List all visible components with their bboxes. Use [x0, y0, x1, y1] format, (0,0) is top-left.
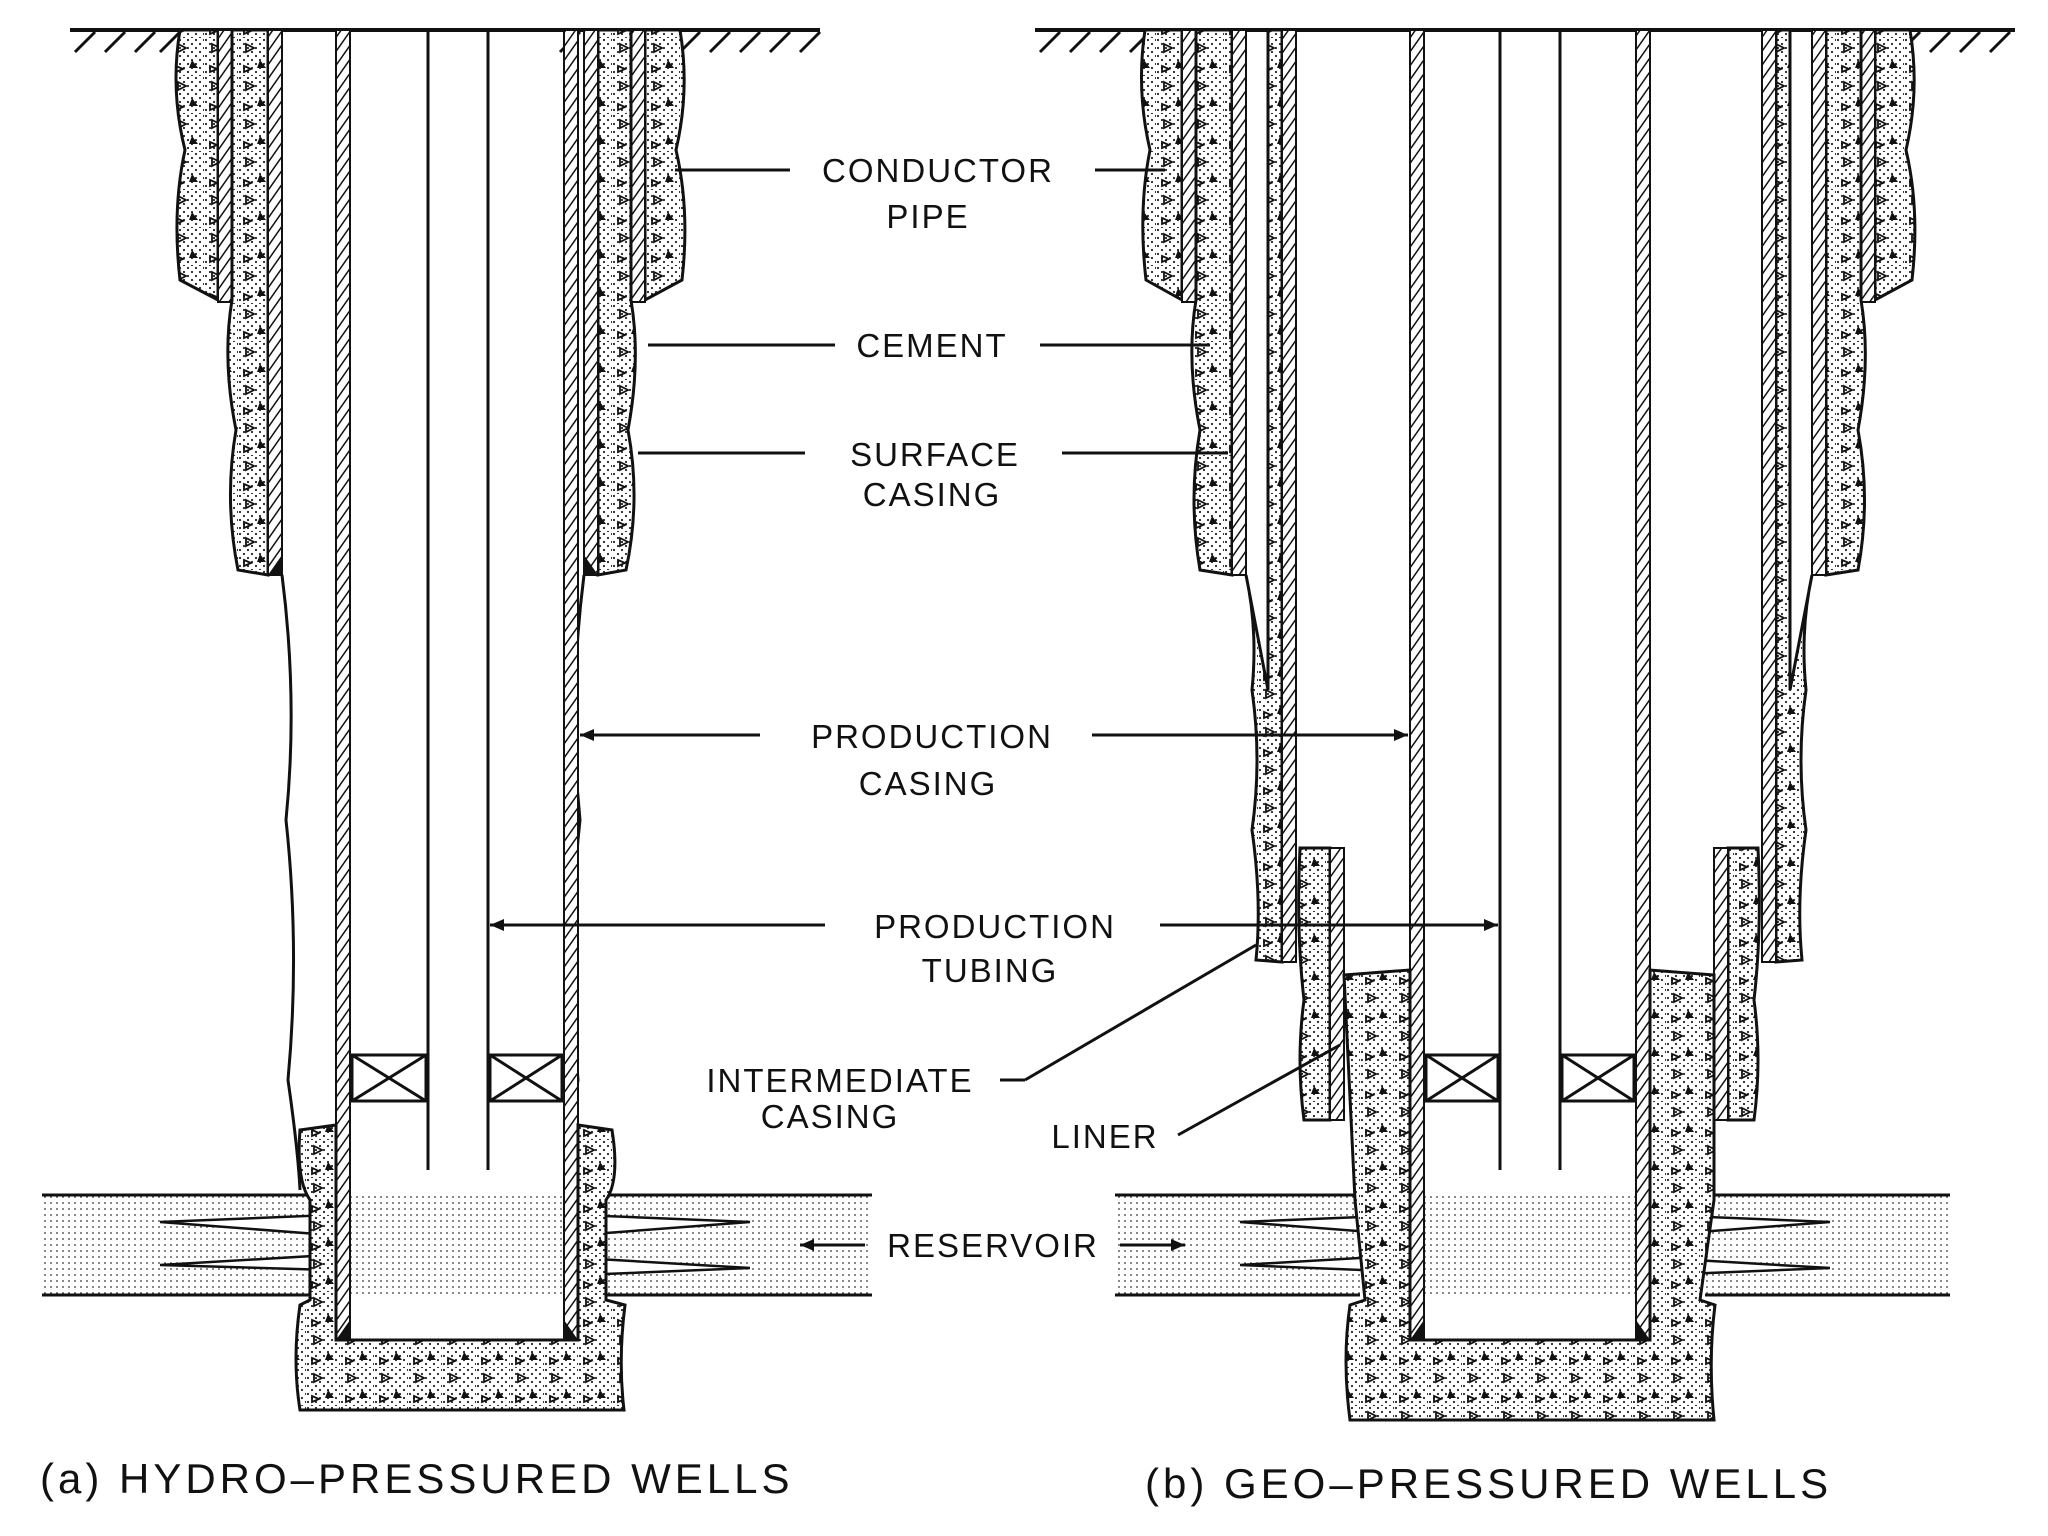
caption-b: (b) GEO–PRESSURED WELLS — [1145, 1460, 1832, 1507]
intermediate-casing-label-line2: CASING — [761, 1098, 900, 1135]
label-liner: LINER — [1051, 1043, 1341, 1155]
surface-casing-cement-a — [226, 28, 637, 577]
production-tubing-label-line2: TUBING — [922, 952, 1059, 989]
label-reservoir: RESERVOIR — [800, 1227, 1185, 1264]
bottom-cement-a — [294, 1123, 627, 1412]
production-tubing-a — [426, 30, 490, 1170]
surface-casing-label-line2: CASING — [863, 476, 1002, 513]
caption-a: (a) HYDRO–PRESSURED WELLS — [40, 1455, 793, 1502]
packer-b — [1424, 1053, 1636, 1103]
conductor-pipe-label-line1: CONDUCTOR — [822, 152, 1054, 189]
label-production-casing: PRODUCTION CASING — [580, 718, 1408, 802]
surface-casing-cement-b — [1190, 28, 1867, 577]
packer-a — [350, 1053, 564, 1103]
liner-label: LINER — [1051, 1118, 1158, 1155]
label-cement: CEMENT — [648, 327, 1210, 364]
conductor-cement-a — [174, 28, 687, 303]
production-casing-b — [1409, 29, 1651, 1341]
reservoir-label: RESERVOIR — [887, 1227, 1099, 1264]
reservoir-layer-a — [42, 1193, 872, 1297]
production-tubing-label-line1: PRODUCTION — [874, 908, 1116, 945]
reservoir-layer-b — [1115, 1193, 1950, 1297]
production-casing-label-line2: CASING — [859, 765, 998, 802]
label-conductor-pipe: CONDUCTOR PIPE — [675, 152, 1165, 235]
production-casing-a — [335, 29, 579, 1341]
intermediate-casing-label-line1: INTERMEDIATE — [706, 1062, 973, 1099]
intermediate-casing-b — [1244, 28, 1814, 964]
label-intermediate-casing: INTERMEDIATE CASING — [706, 943, 1257, 1135]
conductor-pipe-label-line2: PIPE — [886, 198, 969, 235]
well-b — [1035, 28, 2015, 1422]
well-a — [42, 28, 872, 1412]
label-surface-casing: SURFACE CASING — [638, 436, 1228, 513]
cement-label: CEMENT — [856, 327, 1007, 364]
surface-casing-label-line1: SURFACE — [850, 436, 1020, 473]
production-tubing-b — [1498, 30, 1562, 1170]
conductor-cement-b — [1139, 28, 1917, 303]
bottom-cement-b — [1342, 968, 1717, 1422]
production-casing-label-line1: PRODUCTION — [811, 718, 1053, 755]
label-production-tubing: PRODUCTION TUBING — [490, 908, 1498, 989]
